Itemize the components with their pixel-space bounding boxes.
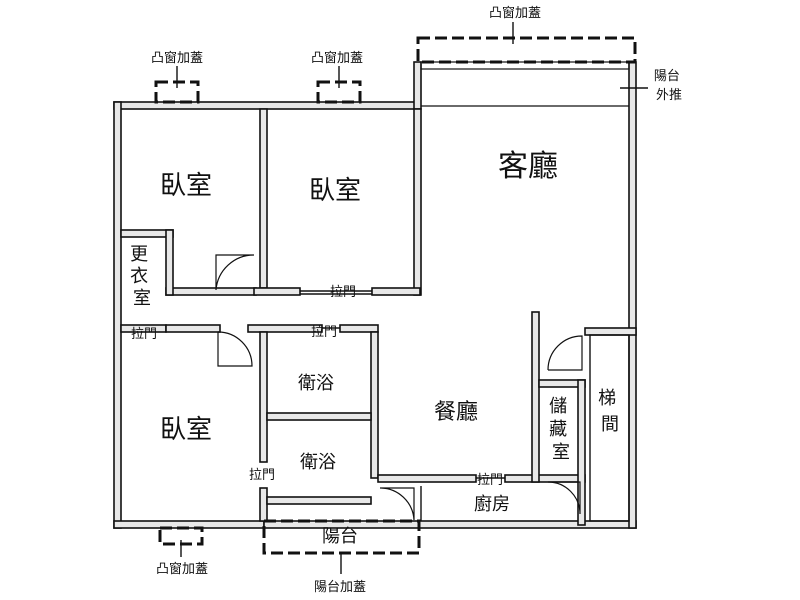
stairwell-label-char-1: 梯 [598,388,616,409]
bay-window-top-left-label: 凸窗加蓋 [151,50,203,66]
kitchen-label: 廚房 [474,493,510,515]
living-room-label: 客廳 [498,149,558,184]
bedroom-top-middle-label: 臥室 [309,176,361,206]
bay-window-top-middle-label: 凸窗加蓋 [311,50,363,66]
storage-label-char-3: 室 [552,442,570,463]
sliding-door-label-1: 拉門 [330,285,356,300]
sliding-door-label-5: 拉門 [477,473,503,488]
bathroom-1-label: 衛浴 [298,373,334,394]
sliding-door-label-4: 拉門 [249,468,275,483]
dining-room-label: 餐廳 [434,400,478,425]
sliding-door-marks [300,290,505,479]
closet-label-char-1: 更 [130,244,148,265]
closet-label-char-2: 衣 [130,266,148,287]
exterior-walls [113,61,637,529]
storage-label-char-1: 儲 [549,396,567,417]
closet-label-char-3: 室 [133,288,151,309]
door-swings [215,254,583,521]
bedroom-bottom-left-label: 臥室 [160,415,212,445]
interior-walls [120,108,637,526]
sliding-door-label-3: 拉門 [311,325,337,340]
sliding-door-label-2: 拉門 [131,327,157,342]
balcony-cover-label: 陽台加蓋 [314,580,366,595]
leader-lines [176,22,648,574]
bay-window-bottom-label: 凸窗加蓋 [156,561,208,577]
balcony-extension-label: 陽台 外推 [654,69,684,103]
storage-label-char-2: 藏 [549,419,567,440]
storage-label: 儲 藏 室 [549,396,573,463]
balcony-extension-line-1: 陽台 [654,69,680,84]
stairwell-label: 梯 間 [598,388,622,435]
closet-label: 更 衣 室 [130,244,154,309]
balcony-extension-line-2: 外推 [656,88,682,103]
balcony-label: 陽台 [322,526,358,547]
bedroom-top-left-label: 臥室 [160,171,212,201]
bay-window-top-right-label: 凸窗加蓋 [489,5,541,21]
bathroom-2-label: 衛浴 [300,452,336,473]
stairwell-label-char-2: 間 [601,414,619,435]
